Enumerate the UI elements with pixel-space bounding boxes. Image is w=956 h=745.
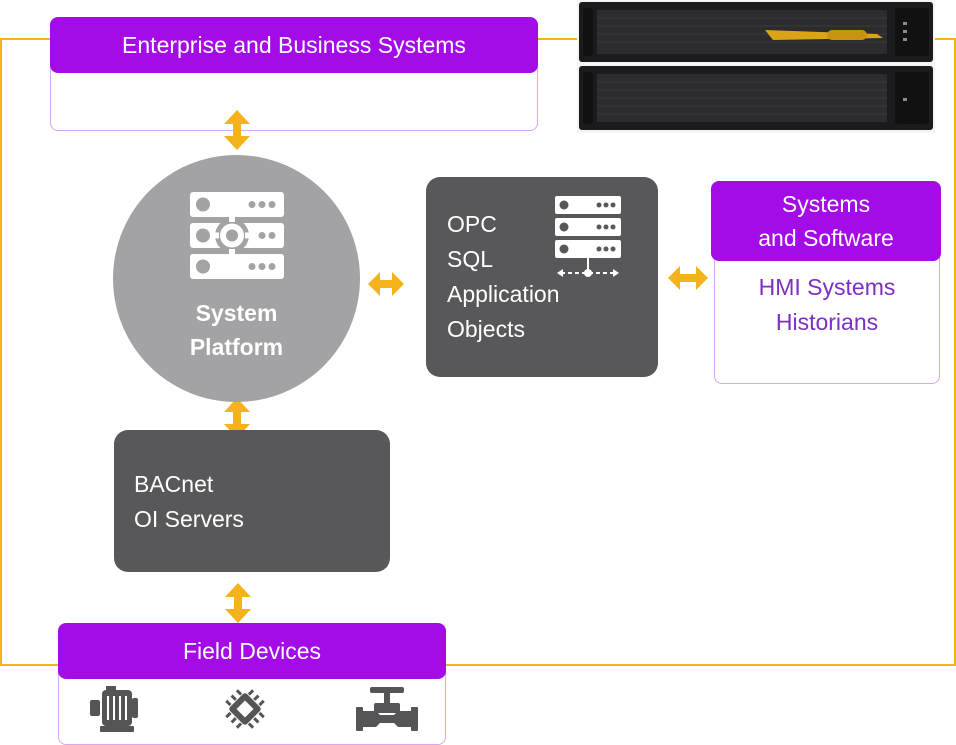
- frame-top-right-line: [538, 38, 578, 40]
- frame-top-far-right-line: [935, 38, 956, 40]
- systems-software-header: Systems and Software: [711, 181, 941, 261]
- bacnet-box: [114, 430, 390, 572]
- system-platform-line1: System: [195, 300, 278, 326]
- connector-platform-opc: [368, 272, 404, 296]
- server-gear-icon: [190, 192, 284, 279]
- bacnet-line: BACnet: [134, 471, 214, 497]
- frame-left-line: [0, 38, 2, 666]
- valve-icon: [356, 687, 418, 731]
- opc-box-text: OPC SQL Application Objects: [447, 207, 560, 347]
- application-line: Application: [447, 281, 560, 307]
- field-devices-header: Field Devices: [58, 623, 446, 679]
- systems-software-title-line1: Systems: [781, 191, 871, 217]
- oi-servers-line: OI Servers: [134, 506, 244, 532]
- opc-line: OPC: [447, 211, 497, 237]
- sql-line: SQL: [447, 246, 494, 272]
- server-network-icon: [555, 196, 621, 277]
- motor-icon: [90, 686, 138, 732]
- connector-opc-systems: [668, 266, 708, 290]
- system-platform-line2: Platform: [189, 334, 284, 360]
- server-rack-photo: [577, 0, 935, 133]
- list-item-hmi-systems: HMI Systems: [758, 274, 896, 300]
- bacnet-box-text: BACnet OI Servers: [134, 467, 244, 537]
- systems-software-title-line2: and Software: [758, 225, 894, 251]
- connector-bacnet-field: [225, 583, 251, 623]
- frame-bottom-right-line: [446, 664, 956, 666]
- frame-bottom-left-line: [0, 664, 60, 666]
- objects-line: Objects: [447, 316, 525, 342]
- frame-right-line: [954, 38, 956, 666]
- enterprise-title: Enterprise and Business Systems: [122, 31, 466, 58]
- field-devices-title: Field Devices: [182, 637, 322, 664]
- list-item-historians: Historians: [775, 309, 879, 335]
- frame-top-left-line: [0, 38, 52, 40]
- connector-enterprise-platform: [224, 110, 250, 150]
- systems-software-list: HMI Systems Historians: [714, 270, 940, 340]
- system-platform-label: System Platform: [113, 296, 360, 364]
- enterprise-header: Enterprise and Business Systems: [50, 17, 538, 73]
- chip-icon: [225, 689, 265, 729]
- connector-platform-bacnet: [224, 398, 250, 438]
